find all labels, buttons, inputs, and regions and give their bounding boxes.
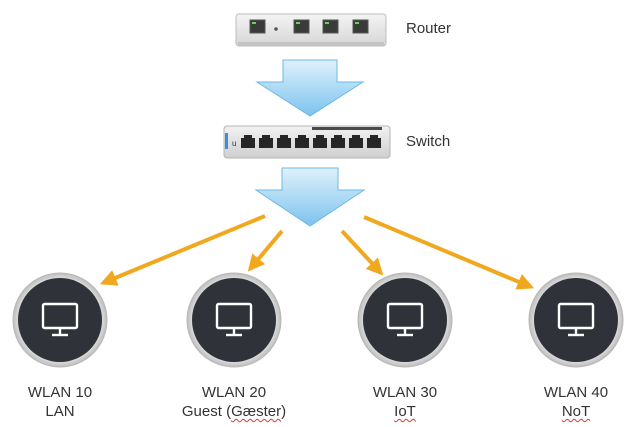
router-port: [352, 19, 369, 34]
spellcheck-marked-word: Gæster: [231, 403, 282, 420]
router-device: [235, 13, 387, 47]
network-name: WLAN 30: [372, 384, 438, 401]
network-label-wlan10: WLAN 10 LAN: [0, 383, 135, 421]
switch-port: [241, 135, 255, 148]
flow-arrow-switch-to-networks: [254, 167, 366, 227]
network-label-wlan40: WLAN 40 NoT: [501, 383, 640, 421]
router-port: [293, 19, 310, 34]
router-port: [322, 19, 339, 34]
monitor-badge: [534, 278, 618, 362]
network-desc: LAN: [45, 403, 75, 420]
monitor-badge: [192, 278, 276, 362]
svg-text:u: u: [232, 139, 236, 148]
switch-port: [349, 135, 363, 148]
monitor-icon: [557, 302, 595, 337]
branch-arrow-wlan20: [247, 229, 284, 272]
network-node-wlan10: [12, 272, 108, 368]
flow-arrow-router-to-switch: [255, 59, 365, 117]
monitor-badge: [363, 278, 447, 362]
network-node-wlan30: [357, 272, 453, 368]
network-desc: NoT: [561, 403, 591, 420]
switch-port: [331, 135, 345, 148]
switch-port: [295, 135, 309, 148]
monitor-icon: [386, 302, 424, 337]
network-node-wlan20: [186, 272, 282, 368]
switch-label: Switch: [406, 133, 451, 150]
switch-port: [367, 135, 381, 148]
branch-arrow-wlan10: [99, 214, 266, 286]
network-name: WLAN 20: [201, 384, 267, 401]
monitor-badge: [18, 278, 102, 362]
branch-arrow-wlan30: [340, 229, 384, 276]
network-name: WLAN 10: [27, 384, 93, 401]
monitor-icon: [215, 302, 253, 337]
branch-arrow-wlan40: [363, 215, 535, 290]
switch-port: [277, 135, 291, 148]
switch-status-led: [225, 133, 228, 149]
network-name: WLAN 40: [543, 384, 609, 401]
router-label: Router: [406, 20, 452, 37]
network-node-wlan40: [528, 272, 624, 368]
network-label-wlan20: WLAN 20 Guest (Gæster): [159, 383, 309, 421]
monitor-icon: [41, 302, 79, 337]
switch-port: [313, 135, 327, 148]
network-desc: IoT: [394, 403, 416, 420]
switch-port: [259, 135, 273, 148]
router-reset-pinhole: [274, 27, 278, 31]
network-label-wlan30: WLAN 30 IoT: [330, 383, 480, 421]
router-port: [249, 19, 266, 34]
network-desc: Guest (Gæster): [181, 403, 287, 420]
